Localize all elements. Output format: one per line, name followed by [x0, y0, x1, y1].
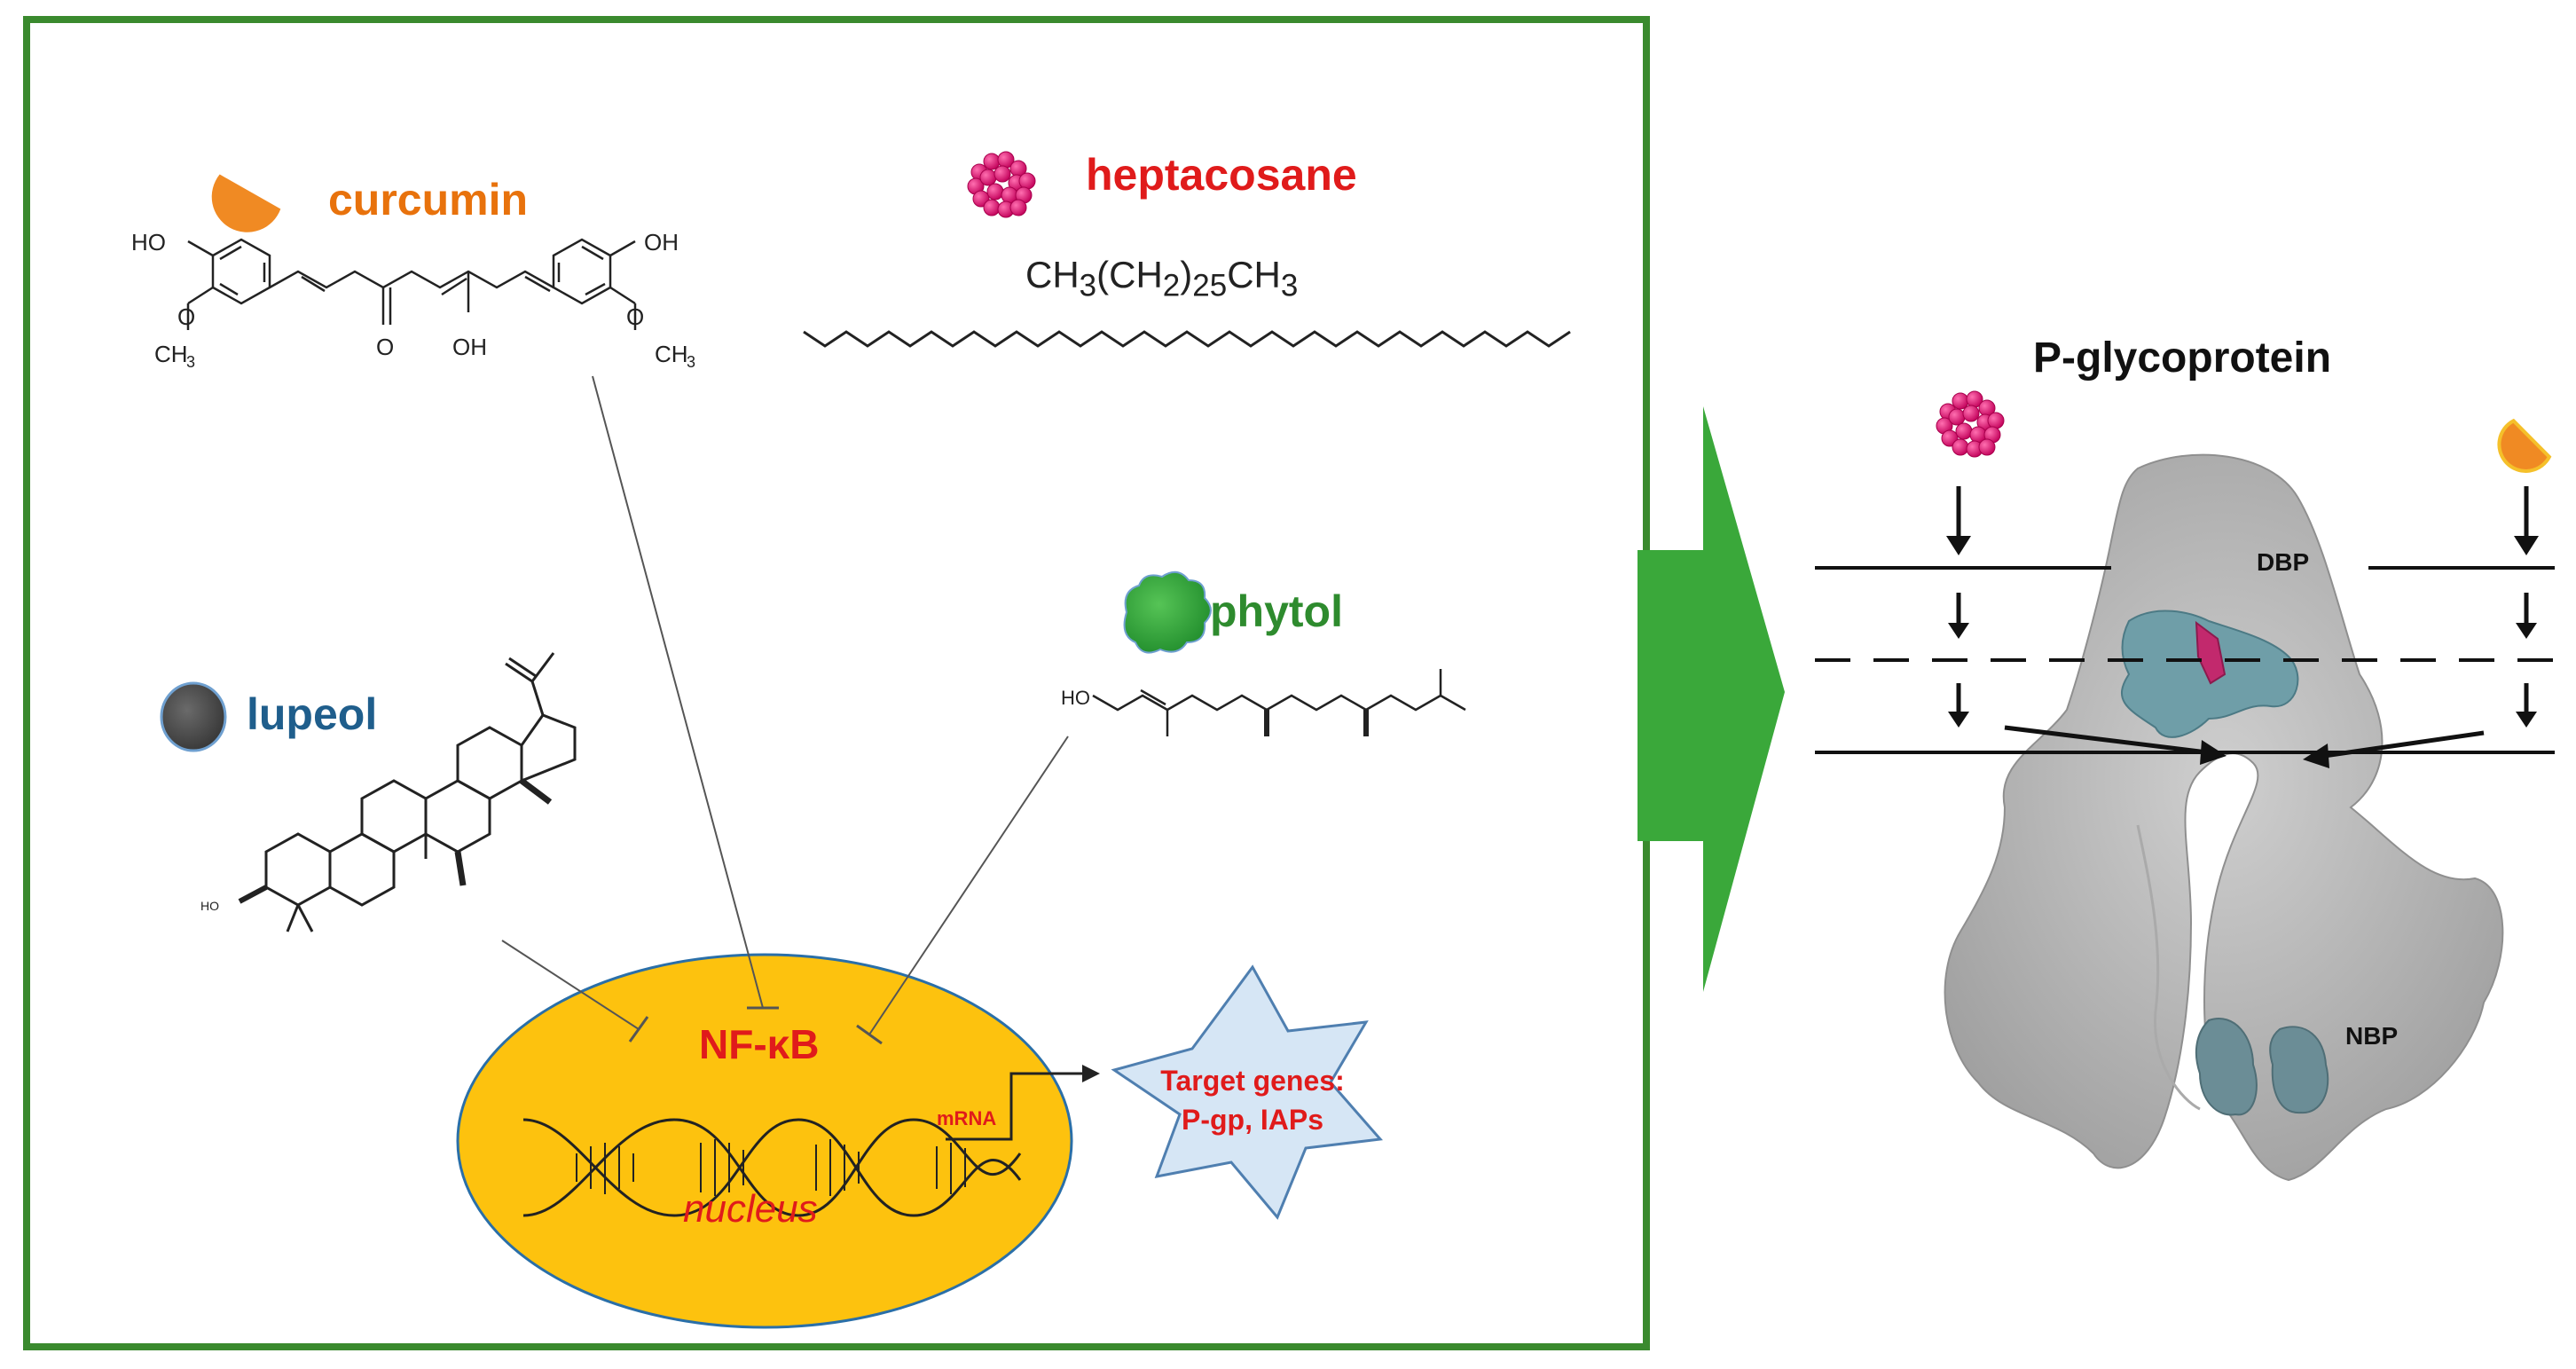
curcumin-atom-enol-oh: OH	[452, 334, 487, 360]
nucleus-label: nucleus	[683, 1187, 818, 1231]
heptacosane-label: heptacosane	[1086, 150, 1357, 200]
nf-kb-label: NF-κB	[699, 1021, 820, 1067]
target-genes-line1: Target genes:	[1160, 1065, 1345, 1097]
curcumin-atom-methoxy-o-left: O	[177, 303, 195, 330]
formula-sub-3: 25	[1192, 268, 1228, 303]
formula-sub-4: 3	[1280, 268, 1299, 303]
formula-part-c: )	[1180, 254, 1193, 295]
target-genes-line2: P-gp, IAPs	[1181, 1104, 1323, 1136]
target-genes-star	[1111, 964, 1384, 1220]
nbp-label: NBP	[2345, 1022, 2399, 1050]
curcumin-atom-sub3-right: 3	[687, 353, 695, 371]
phytol-atom-ho: HO	[1061, 687, 1090, 709]
phytol-label: phytol	[1210, 586, 1343, 636]
formula-sub-1: 3	[1079, 268, 1097, 303]
curcumin-atom-ho-left: HO	[131, 229, 166, 256]
formula-part-b: (CH	[1096, 254, 1163, 295]
dbp-binding-site	[2120, 610, 2299, 738]
membrane-lines	[1815, 566, 2555, 754]
pgp-curcumin-icon	[2497, 418, 2552, 473]
lupeol-atom-ho: HO	[200, 899, 219, 913]
nbp-binding-site	[2195, 1018, 2329, 1116]
formula-part-d: CH	[1227, 254, 1281, 295]
curcumin-atom-ketone-o: O	[376, 334, 394, 360]
pgp-heptacosane-icon	[1936, 391, 2004, 457]
lupeol-inhibition-line	[501, 940, 640, 1030]
curcumin-structure	[186, 238, 637, 330]
curcumin-atom-methoxy-o-right: O	[626, 303, 644, 330]
pgp-title: P-glycoprotein	[2033, 334, 2332, 382]
lupeol-label: lupeol	[247, 689, 378, 739]
formula-sub-2: 2	[1162, 268, 1181, 303]
phytol-inhibition-line	[868, 736, 1069, 1035]
formula-part-a: CH	[1025, 254, 1080, 295]
mrna-label: mRNA	[937, 1107, 997, 1129]
curcumin-label: curcumin	[328, 175, 529, 224]
dbp-label: DBP	[2257, 548, 2310, 576]
pgp-protein-surface	[1944, 453, 2504, 1182]
phytol-branches	[1140, 669, 1442, 736]
inhibition-lines	[501, 375, 1069, 1045]
transition-arrow	[1637, 406, 1785, 992]
lupeol-icon	[160, 681, 227, 752]
mrna-arrow	[946, 1072, 1084, 1141]
nucleus-ellipse	[456, 953, 1073, 1329]
curcumin-atom-sub3-left: 3	[186, 353, 195, 371]
phytol-icon	[1123, 570, 1212, 654]
curcumin-icon	[211, 174, 281, 232]
heptacosane-formula: CH3(CH2)25CH3	[1025, 254, 1298, 303]
curcumin-atom-ch-left: CH	[154, 341, 188, 367]
curcumin-atom-ch-right: CH	[655, 341, 688, 367]
lupeol-structure	[238, 652, 577, 932]
phytol-structure	[1092, 694, 1466, 712]
heptacosane-structure	[803, 330, 1571, 348]
curcumin-inhibition-line	[592, 375, 764, 1009]
curcumin-atom-oh-right: OH	[644, 229, 679, 256]
entry-arrows	[1946, 486, 2539, 768]
